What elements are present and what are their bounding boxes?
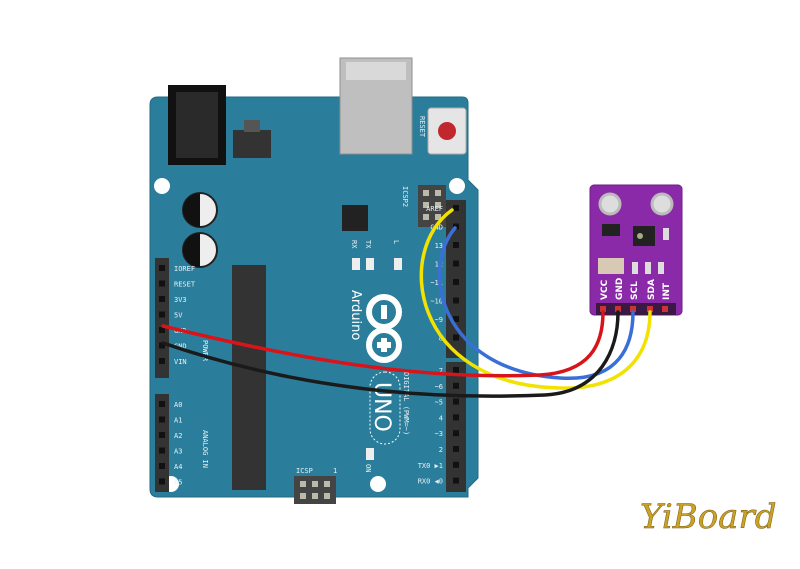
wire-red-vcc xyxy=(161,310,605,378)
pin-label: ~9 xyxy=(435,316,443,324)
header-pin xyxy=(453,430,459,437)
header-pin xyxy=(159,311,165,318)
header-pin xyxy=(453,477,459,484)
header-pin xyxy=(159,478,165,485)
header-pin xyxy=(159,447,165,454)
wires xyxy=(161,208,652,398)
pin-label: GND xyxy=(174,343,187,351)
pin-label: 7 xyxy=(439,367,443,375)
pin-label: ~6 xyxy=(435,383,443,391)
header-pin xyxy=(453,316,459,322)
arduino-logo xyxy=(366,294,402,363)
pin-label: VIN xyxy=(174,358,187,366)
pin-label: A4 xyxy=(174,463,182,471)
sensor-pin-label: VCC xyxy=(600,279,610,300)
pin-label: A0 xyxy=(174,401,182,409)
pin-label: 4 xyxy=(439,414,443,422)
header-pin xyxy=(453,446,459,452)
header-pin xyxy=(159,327,165,333)
header-pin xyxy=(453,382,459,389)
pin-label: TX0 ▶1 xyxy=(418,462,443,470)
icsp2-label: ICSP2 xyxy=(401,186,409,207)
header-pin xyxy=(453,260,459,267)
header-pin xyxy=(159,342,165,349)
tx-label: TX xyxy=(364,240,372,249)
pin-label: 3V3 xyxy=(174,296,187,304)
header-pin xyxy=(453,223,459,230)
pin-label: ~10 xyxy=(430,298,443,306)
pin-label: A3 xyxy=(174,448,182,456)
header-pin xyxy=(159,432,165,438)
sensor-pin xyxy=(630,306,636,312)
l-label: L xyxy=(392,240,400,244)
arduino-brand: Arduino xyxy=(348,290,363,340)
sensor-pin-label: SDA xyxy=(647,279,657,300)
yiboard-watermark: YiBoard xyxy=(640,497,776,537)
header-pin xyxy=(159,280,165,287)
header-pin xyxy=(453,297,459,304)
header-pin xyxy=(453,398,459,405)
sensor-pin-label: GND xyxy=(615,278,625,300)
pin-label: RX0 ◀0 xyxy=(418,478,443,486)
header-pin xyxy=(453,414,459,421)
sensor-pin-label: SCL xyxy=(630,281,640,300)
header-pin xyxy=(453,367,459,373)
wire-black-gnd xyxy=(161,310,620,398)
pin-label: 5V xyxy=(174,312,183,320)
atmega-chip xyxy=(232,265,266,490)
pin-label: A2 xyxy=(174,432,182,440)
arduino-uno-board: ICSP 1 ICSP2 RESET TX RX L ON Arduino UN… xyxy=(149,57,479,504)
sensor-pin xyxy=(662,306,668,312)
header-pin xyxy=(159,265,165,271)
header-pin xyxy=(453,242,459,248)
pin-label: 13 xyxy=(435,242,443,250)
header-pin xyxy=(453,205,459,211)
pin-label: 2 xyxy=(439,446,443,454)
sensor-pin-label: INT xyxy=(662,282,672,300)
voltage-regulator xyxy=(233,130,271,158)
reset-label: RESET xyxy=(418,116,426,138)
small-chip xyxy=(342,205,368,231)
on-label: ON xyxy=(364,464,372,472)
header-pin xyxy=(159,416,165,423)
pin-label: A5 xyxy=(174,479,182,487)
header-pin xyxy=(453,461,459,468)
digital-label: DIGITAL (PWM=~) xyxy=(402,372,410,435)
icsp-label: ICSP xyxy=(296,467,313,475)
rx-label: RX xyxy=(350,240,358,249)
header-pin xyxy=(453,334,459,341)
power-label: POWER xyxy=(201,340,209,362)
icsp-pin1-label: 1 xyxy=(333,467,337,475)
wire-yellow-sda xyxy=(419,208,652,390)
pin-label: ~5 xyxy=(435,399,443,407)
header-pin xyxy=(159,358,165,364)
pin-label: ~11 xyxy=(430,279,443,287)
capacitors xyxy=(182,192,218,268)
sensor-pin xyxy=(647,306,653,312)
icsp-header xyxy=(294,476,336,504)
pin-label: A1 xyxy=(174,417,182,425)
header-pin xyxy=(159,463,165,469)
header-pin xyxy=(159,401,165,407)
pin-label: AREF xyxy=(426,205,443,213)
header-pin xyxy=(159,296,165,302)
sensor-pin xyxy=(615,306,621,312)
pin-label: ~3 xyxy=(435,430,443,438)
header-pin xyxy=(453,279,459,285)
analog-label: ANALOG IN xyxy=(201,430,209,468)
sensor-pin xyxy=(600,306,606,312)
pin-label: IOREF xyxy=(174,265,195,273)
sensor-module: VCC GND SCL SDA INT xyxy=(589,184,683,316)
pin-label: RESET xyxy=(174,281,196,289)
